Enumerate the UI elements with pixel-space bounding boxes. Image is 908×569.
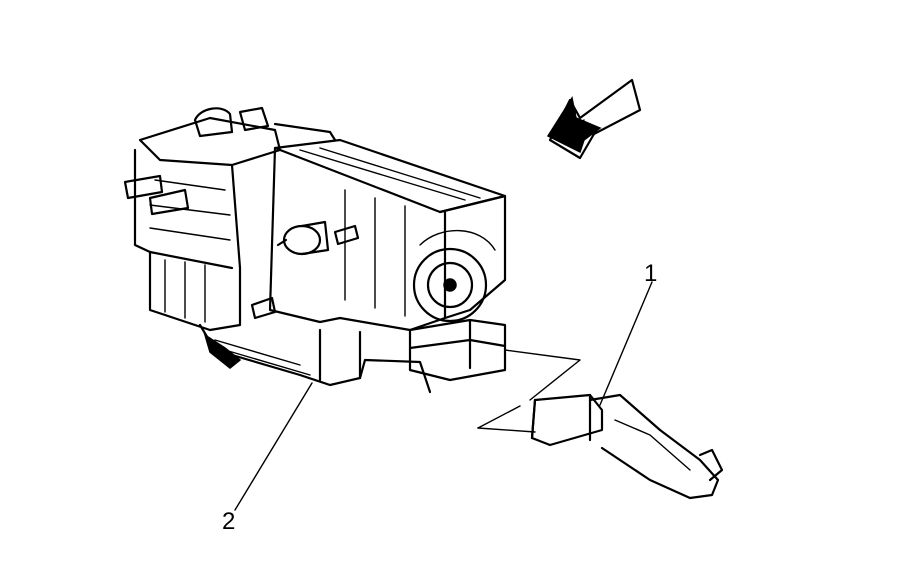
- front-direction-arrow-icon: [546, 78, 642, 160]
- assembly-guide-lines: [477, 349, 581, 433]
- separated-duct-part: [530, 393, 724, 500]
- callout-label-2: 2: [222, 508, 236, 535]
- actuator-motor: [276, 220, 330, 256]
- hvac-module-housing: [123, 106, 507, 394]
- leader-line-1: [599, 281, 653, 406]
- callout-label-1: 1: [644, 260, 658, 287]
- leader-line-2: [234, 382, 313, 511]
